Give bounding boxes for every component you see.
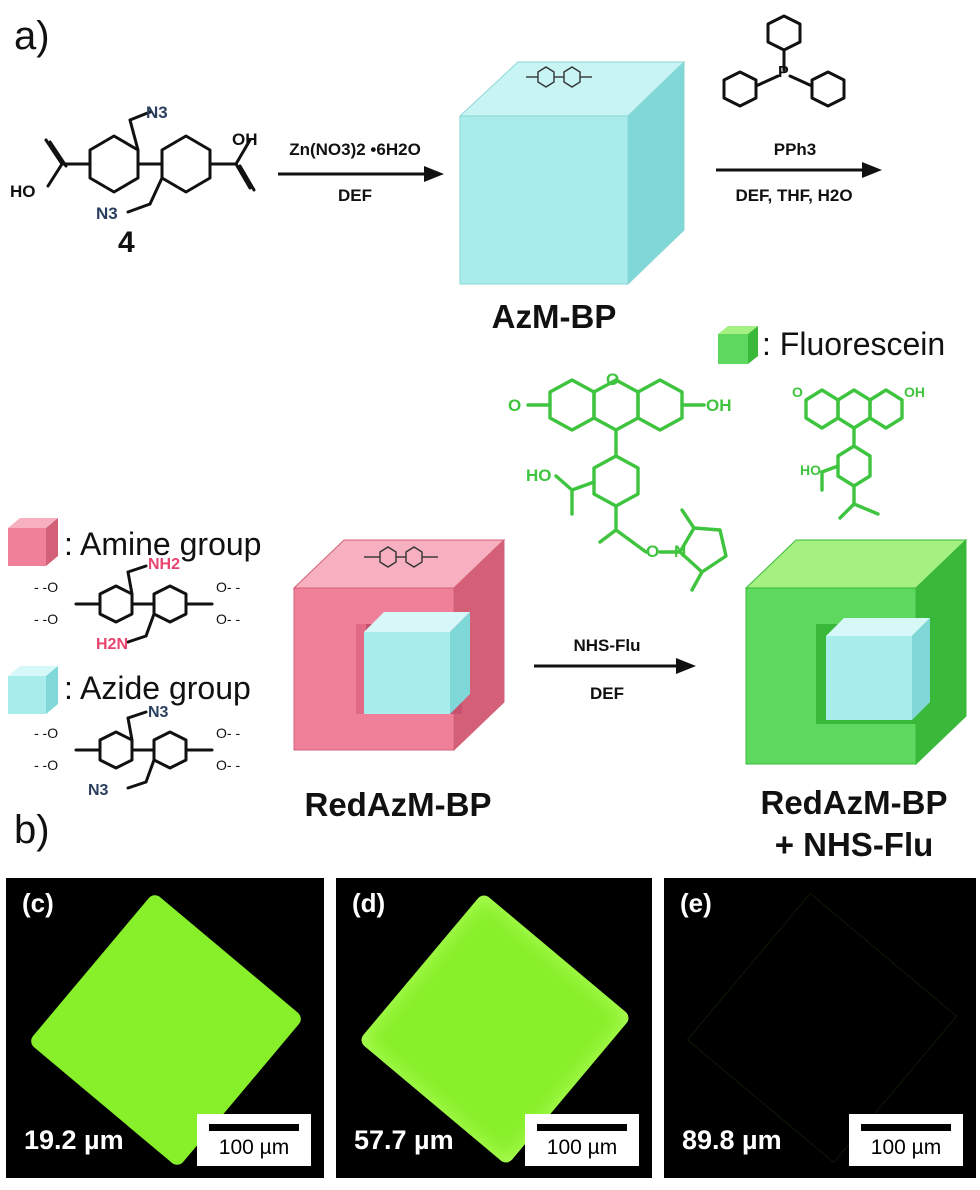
fluorescein-oh-label: OH — [706, 396, 732, 416]
amine-linker-structure: - -O - -O O- - O- - — [24, 560, 264, 670]
micrograph-e: (e) 89.8 µm 100 µm — [664, 878, 976, 1178]
scale-text-e: 100 µm — [849, 1136, 963, 1160]
micrograph-letter-e: (e) — [680, 888, 712, 919]
p-atom-label: P — [778, 64, 789, 82]
fluorescein-ho-label: HO — [526, 466, 552, 486]
svg-text:O- -: O- - — [216, 611, 240, 627]
fluorescein-o-label-1: O — [508, 396, 521, 416]
micrograph-d: (d) 57.7 µm 100 µm — [336, 878, 652, 1178]
n3-azide-legend-top: N3 — [148, 704, 168, 722]
scale-text-d: 100 µm — [525, 1136, 639, 1160]
svg-text:- -O: - -O — [34, 611, 58, 627]
svg-text:- -O: - -O — [34, 725, 58, 741]
svg-text:- -O: - -O — [34, 579, 58, 595]
micrograph-size-d: 57.7 µm — [354, 1125, 454, 1156]
ho-label: HO — [10, 182, 36, 202]
azm-bp-label: AzM-BP — [470, 298, 638, 336]
nhs-n-label: N — [674, 542, 686, 562]
micrograph-size-c: 19.2 µm — [24, 1125, 124, 1156]
compound-4-label: 4 — [118, 226, 135, 260]
azide-linker-structure: - -O - -O O- - O- - — [24, 706, 264, 816]
fluorescein-legend-text: : Fluorescein — [762, 326, 945, 363]
panel-a-label: a) — [14, 14, 50, 59]
scale-bar-d: 100 µm — [525, 1114, 639, 1166]
step1-reagent: Zn(NO3)2 •6H2O — [280, 140, 430, 160]
azm-bp-cube — [460, 60, 690, 300]
azide-legend-text: : Azide group — [64, 670, 251, 707]
product-oh-label: OH — [904, 384, 925, 400]
reaction-arrow-2 — [716, 160, 886, 180]
product-fluorescein-structure — [786, 370, 980, 530]
svg-text:O- -: O- - — [216, 757, 240, 773]
step3-solvent: DEF — [532, 684, 682, 704]
pph3-label: PPh3 — [720, 140, 870, 160]
svg-text:O- -: O- - — [216, 579, 240, 595]
svg-text:O- -: O- - — [216, 725, 240, 741]
reaction-arrow-1 — [278, 164, 448, 184]
step2-solvent: DEF, THF, H2O — [716, 186, 872, 206]
micrograph-letter-c: (c) — [22, 888, 54, 919]
n3-azide-legend-bottom: N3 — [88, 782, 108, 800]
n3-label-top: N3 — [146, 103, 168, 123]
reaction-arrow-3 — [534, 656, 704, 676]
nhs-o-label: O — [646, 542, 659, 562]
micrograph-letter-d: (d) — [352, 888, 385, 919]
nhs-reagent-label: NHS-Flu — [532, 636, 682, 656]
micrograph-c: (c) 19.2 µm 100 µm — [6, 878, 324, 1178]
fluorescein-o-label-2: O — [606, 370, 619, 390]
step1-solvent: DEF — [280, 186, 430, 206]
product-ho-label: HO — [800, 462, 821, 478]
scale-bar-c: 100 µm — [197, 1114, 311, 1166]
scale-text-c: 100 µm — [197, 1136, 311, 1160]
redazm-bp-label: RedAzM-BP — [288, 786, 508, 824]
oh-label: OH — [232, 130, 258, 150]
n3-label-bottom: N3 — [96, 204, 118, 224]
pph3-structure — [716, 14, 866, 124]
redazm-bp-cube — [294, 538, 524, 778]
product-cube — [746, 538, 976, 788]
h2n-label: H2N — [96, 636, 128, 654]
micrograph-size-e: 89.8 µm — [682, 1125, 782, 1156]
scale-bar-e: 100 µm — [849, 1114, 963, 1166]
product-label-line1: RedAzM-BP — [744, 784, 964, 822]
nh2-label: NH2 — [148, 556, 180, 574]
compound-4-structure — [10, 100, 280, 250]
product-label-line2: + NHS-Flu — [744, 826, 964, 864]
product-o-label: O — [792, 384, 803, 400]
svg-text:- -O: - -O — [34, 757, 58, 773]
